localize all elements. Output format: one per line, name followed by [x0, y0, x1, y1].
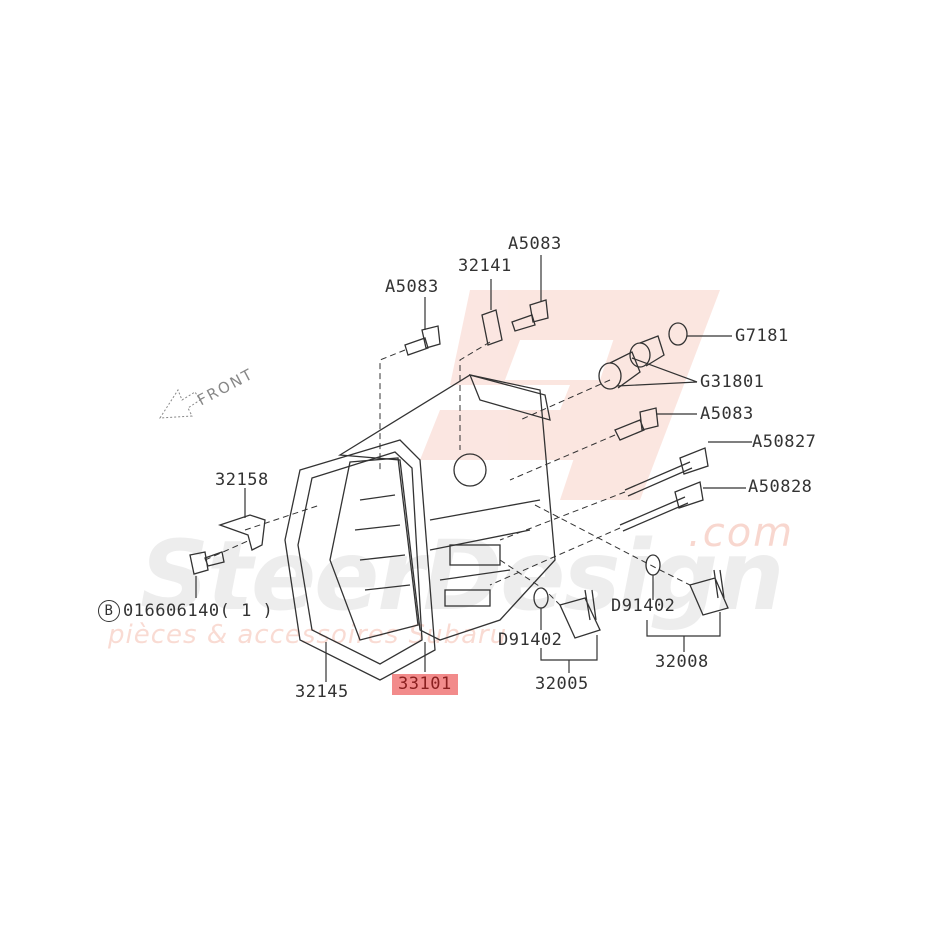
gasket-32141 [481, 309, 503, 346]
watermark-domain: .com [688, 510, 795, 556]
logo-watermark [420, 290, 720, 500]
oil-seal [668, 322, 688, 346]
label-d91402-right[interactable]: D91402 [611, 596, 676, 616]
label-a50828[interactable]: A50828 [748, 477, 813, 497]
label-a50827[interactable]: A50827 [752, 432, 817, 452]
case-gasket [284, 439, 436, 681]
label-a5083-top-left[interactable]: A5083 [385, 277, 439, 297]
label-33101-highlighted[interactable]: 33101 [392, 674, 458, 695]
label-g7181[interactable]: G7181 [735, 326, 789, 346]
label-d91402-left[interactable]: D91402 [498, 630, 563, 650]
stud-a50827 [624, 447, 709, 497]
watermark-brand: SteerDesign [140, 520, 784, 632]
label-32158[interactable]: 32158 [215, 470, 269, 490]
label-32008[interactable]: 32008 [655, 652, 709, 672]
label-016606140[interactable]: B 016606140( 1 ) [98, 600, 273, 622]
label-32141[interactable]: 32141 [458, 256, 512, 276]
label-a5083-right[interactable]: A5083 [700, 404, 754, 424]
switch-32008 [689, 569, 729, 616]
label-g31801[interactable]: G31801 [700, 372, 765, 392]
bolt-b [189, 551, 225, 575]
reference-b-circle-icon: B [98, 600, 120, 622]
switch-32005 [559, 589, 601, 639]
washer-d91402-right [645, 554, 661, 576]
bolt-a5083-left [404, 325, 441, 356]
stud-a50828 [619, 481, 704, 532]
label-32145[interactable]: 32145 [295, 682, 349, 702]
label-a5083-top-right[interactable]: A5083 [508, 234, 562, 254]
front-arrow-icon [159, 388, 201, 419]
bolt-a5083-right [614, 407, 659, 441]
bracket [218, 514, 266, 551]
watermark-tagline: pièces & accessoires Subaru [108, 620, 508, 650]
transmission-case [337, 374, 556, 641]
label-32005[interactable]: 32005 [535, 674, 589, 694]
part-number-016606140: 016606140( 1 ) [123, 600, 274, 621]
